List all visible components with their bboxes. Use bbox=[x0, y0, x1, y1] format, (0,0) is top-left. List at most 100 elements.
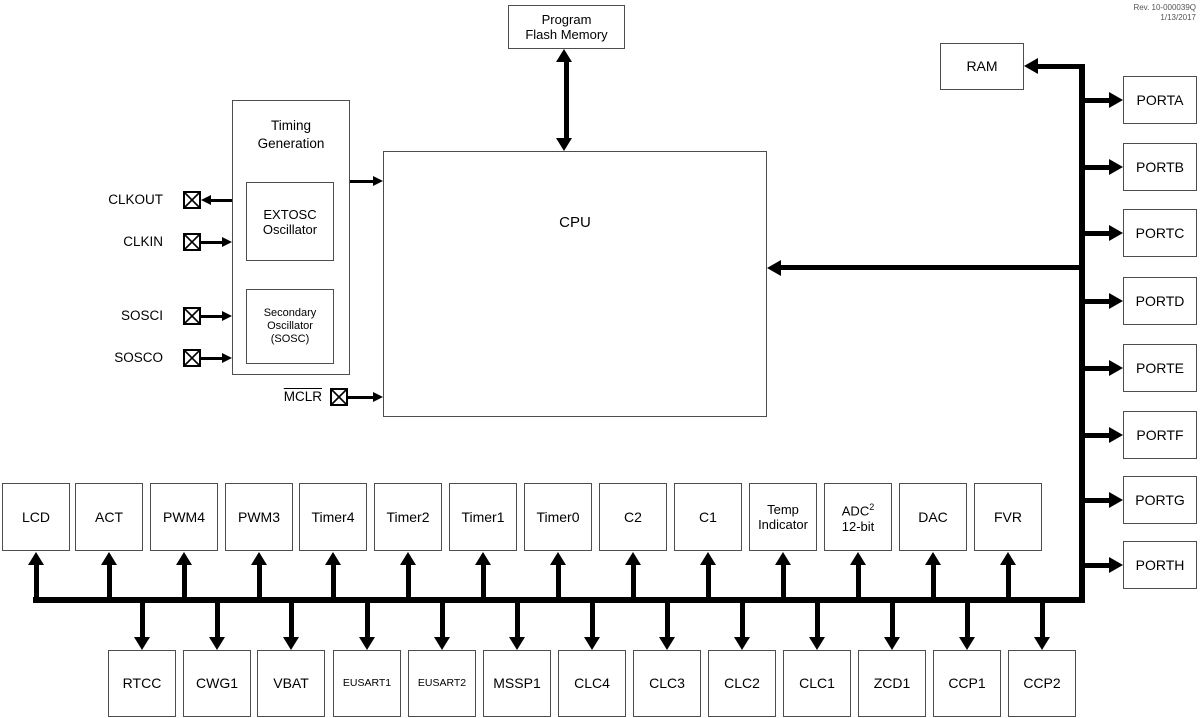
bus-down-line bbox=[965, 602, 970, 638]
portc-label: PORTC bbox=[1135, 224, 1185, 241]
clc4-label: CLC4 bbox=[574, 675, 610, 691]
fvr-block: FVR bbox=[974, 483, 1042, 551]
sosci-arrowhead bbox=[222, 311, 232, 321]
bus-down-line bbox=[665, 602, 670, 638]
fvr-label: FVR bbox=[994, 508, 1022, 525]
clkout-arrow-line bbox=[211, 199, 232, 202]
eusart1-block: EUSART1 bbox=[333, 650, 401, 717]
bus-to-port-arrowhead bbox=[1109, 159, 1123, 175]
cwg1-label: CWG1 bbox=[196, 675, 238, 691]
dac-label: DAC bbox=[918, 508, 948, 525]
bus-down-arrowhead bbox=[134, 637, 150, 650]
bus-down-arrowhead bbox=[359, 637, 375, 650]
porta-block: PORTA bbox=[1123, 76, 1197, 124]
timer0-label: Timer0 bbox=[536, 508, 580, 525]
bus-up-line bbox=[931, 564, 936, 598]
portc-block: PORTC bbox=[1123, 209, 1197, 257]
c1-label: C1 bbox=[699, 508, 717, 525]
bus-down-line bbox=[815, 602, 820, 638]
clkout-pin-label: CLKOUT bbox=[108, 192, 163, 207]
timing-to-cpu-arrowhead bbox=[373, 176, 383, 186]
pwm4-block: PWM4 bbox=[150, 483, 218, 551]
sosco-io-pad-icon bbox=[183, 349, 201, 367]
bus-to-port-line bbox=[1085, 165, 1110, 170]
bus-to-port-line bbox=[1085, 498, 1110, 503]
bus-up-line bbox=[331, 564, 336, 598]
timer1-block: Timer1 bbox=[449, 483, 517, 551]
bus-down-line bbox=[1040, 602, 1045, 638]
bus-down-arrowhead bbox=[884, 637, 900, 650]
eusart1-label: EUSART1 bbox=[342, 677, 392, 689]
bus-down-line bbox=[740, 602, 745, 638]
cwg1-block: CWG1 bbox=[183, 650, 251, 717]
bus-down-arrowhead bbox=[959, 637, 975, 650]
porth-label: PORTH bbox=[1135, 556, 1185, 573]
bus-up-arrowhead bbox=[176, 552, 192, 565]
bus-down-line bbox=[215, 602, 220, 638]
mclr-pin-label: MCLR bbox=[283, 389, 322, 404]
bus-to-port-line bbox=[1085, 563, 1110, 568]
clc3-label: CLC3 bbox=[649, 675, 685, 691]
clkin-pin-label: CLKIN bbox=[123, 234, 163, 249]
clkin-arrow-line bbox=[201, 241, 222, 244]
sosci-pin-label: SOSCI bbox=[120, 308, 163, 323]
bus-up-line bbox=[556, 564, 561, 598]
bus-up-arrowhead bbox=[775, 552, 791, 565]
bus-up-line bbox=[856, 564, 861, 598]
portg-label: PORTG bbox=[1135, 491, 1185, 508]
bus-up-arrowhead bbox=[850, 552, 866, 565]
bus-up-arrowhead bbox=[1000, 552, 1016, 565]
clkout-io-pad-icon bbox=[183, 191, 201, 209]
bus-down-arrowhead bbox=[283, 637, 299, 650]
timing-title-line2: Generation bbox=[257, 136, 325, 151]
portb-label: PORTB bbox=[1136, 158, 1184, 175]
timing-title-line1: Timing bbox=[270, 118, 311, 133]
bus-to-port-line bbox=[1085, 98, 1110, 103]
revision-date: 1/13/2017 bbox=[1160, 13, 1196, 22]
bus-up-line bbox=[706, 564, 711, 598]
bus-down-arrowhead bbox=[434, 637, 450, 650]
porte-label: PORTE bbox=[1136, 359, 1184, 376]
sosc-label-line3: (SOSC) bbox=[270, 333, 310, 345]
pwm4-label: PWM4 bbox=[163, 508, 205, 525]
cpu-bus-arrow-line bbox=[780, 265, 1079, 270]
bus-up-line bbox=[34, 564, 39, 598]
bus-up-line bbox=[182, 564, 187, 598]
ccp1-block: CCP1 bbox=[933, 650, 1001, 717]
clc3-block: CLC3 bbox=[633, 650, 701, 717]
timing-to-cpu-line bbox=[350, 180, 373, 183]
bus-up-arrowhead bbox=[28, 552, 44, 565]
bus-to-port-arrowhead bbox=[1109, 92, 1123, 108]
c2-block: C2 bbox=[599, 483, 667, 551]
clc4-block: CLC4 bbox=[558, 650, 626, 717]
act-block: ACT bbox=[75, 483, 143, 551]
bus-up-arrowhead bbox=[400, 552, 416, 565]
right-vertical-bus bbox=[1079, 64, 1085, 603]
bus-up-line bbox=[257, 564, 262, 598]
sosc-label-line1: Secondary bbox=[263, 307, 317, 319]
porte-block: PORTE bbox=[1123, 344, 1197, 392]
sosci-io-pad-icon bbox=[183, 307, 201, 325]
adc-label-line1: ADC2 bbox=[841, 502, 875, 519]
bus-down-line bbox=[515, 602, 520, 638]
bus-down-line bbox=[289, 602, 294, 638]
bus-up-arrowhead bbox=[550, 552, 566, 565]
revision-number: Rev. 10-000039Q bbox=[1133, 3, 1196, 12]
clc1-label: CLC1 bbox=[799, 675, 835, 691]
rtcc-block: RTCC bbox=[108, 650, 176, 717]
program-flash-label-line2: Flash Memory bbox=[525, 27, 608, 42]
mclr-io-pad-icon bbox=[330, 388, 348, 406]
lcd-label: LCD bbox=[21, 508, 50, 525]
bus-up-arrowhead bbox=[475, 552, 491, 565]
bus-to-port-arrowhead bbox=[1109, 360, 1123, 376]
bus-up-arrowhead bbox=[251, 552, 267, 565]
temp-label-line2: Indicator bbox=[758, 517, 808, 532]
ram-arrowhead bbox=[1024, 58, 1038, 74]
bus-down-line bbox=[440, 602, 445, 638]
bus-to-port-line bbox=[1085, 231, 1110, 236]
vbat-block: VBAT bbox=[257, 650, 325, 717]
bus-up-arrowhead bbox=[101, 552, 117, 565]
bus-down-arrowhead bbox=[1034, 637, 1050, 650]
flash-cpu-bus-line bbox=[564, 60, 569, 139]
